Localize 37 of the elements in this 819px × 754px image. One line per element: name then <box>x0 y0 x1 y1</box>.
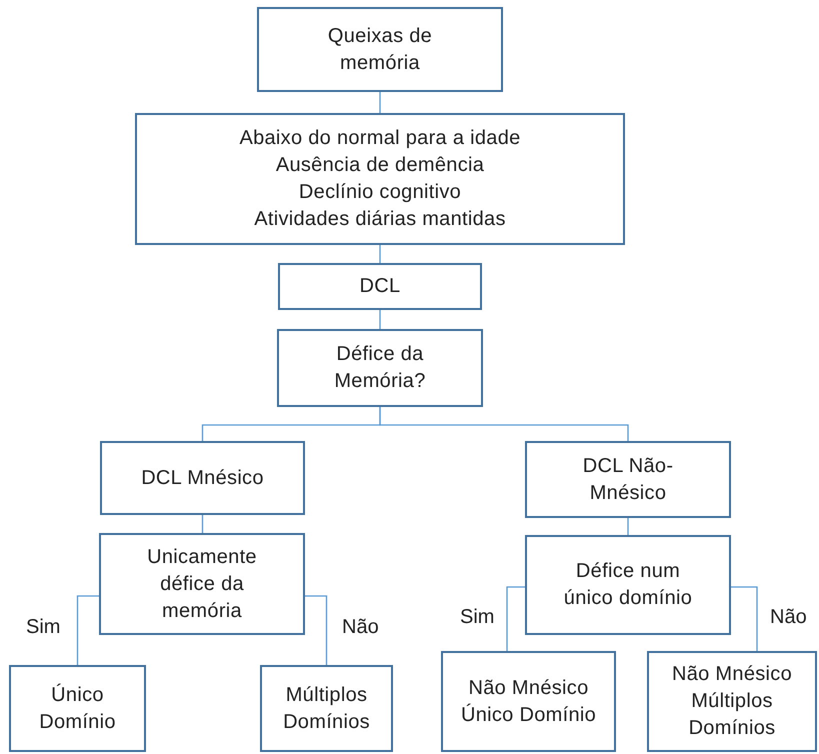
box-text: DCL Mnésico <box>141 466 264 490</box>
connector-line <box>202 515 204 533</box>
connector-line <box>305 595 328 665</box>
box-text: DCL Não-Mnésico <box>582 454 674 506</box>
box-text: Unicamente défice da memória <box>146 544 258 624</box>
connector-line <box>379 310 381 329</box>
box-text: Défice num único domínio <box>562 559 694 611</box>
process-box <box>260 665 393 752</box>
box-text: Défice da Memória? <box>333 342 427 394</box>
connector-line <box>76 595 99 665</box>
process-box <box>99 533 305 635</box>
box-text: Queixas de memória <box>326 24 434 76</box>
box-text: Múltiplos Domínios <box>282 682 371 734</box>
box-text: Único Domínio <box>38 682 117 734</box>
box-text: Atividades diárias mantidas <box>254 207 506 232</box>
connector-line <box>379 245 381 263</box>
connector-line <box>379 92 381 113</box>
connector-line <box>731 586 758 651</box>
box-text: Ausência de demência <box>276 153 484 178</box>
process-box <box>525 535 731 635</box>
process-box <box>278 263 482 310</box>
box-text: Declínio cognitivo <box>298 180 462 205</box>
connector-line <box>506 586 525 651</box>
process-box <box>525 441 731 518</box>
process-box <box>277 329 483 407</box>
box-text: Não Mnésico Múltiplos Domínios <box>670 662 794 741</box>
connector-line <box>627 518 629 535</box>
process-box <box>100 441 305 515</box>
box-text: DCL <box>360 274 400 299</box>
process-box <box>647 651 817 752</box>
box-text: Não Mnésico Único Domínio <box>460 676 598 728</box>
connector-line <box>379 407 629 441</box>
process-box <box>135 113 625 245</box>
process-box <box>9 665 146 752</box>
process-box <box>257 7 503 92</box>
box-text: Abaixo do normal para a idade <box>239 126 521 151</box>
process-box <box>441 651 616 752</box>
